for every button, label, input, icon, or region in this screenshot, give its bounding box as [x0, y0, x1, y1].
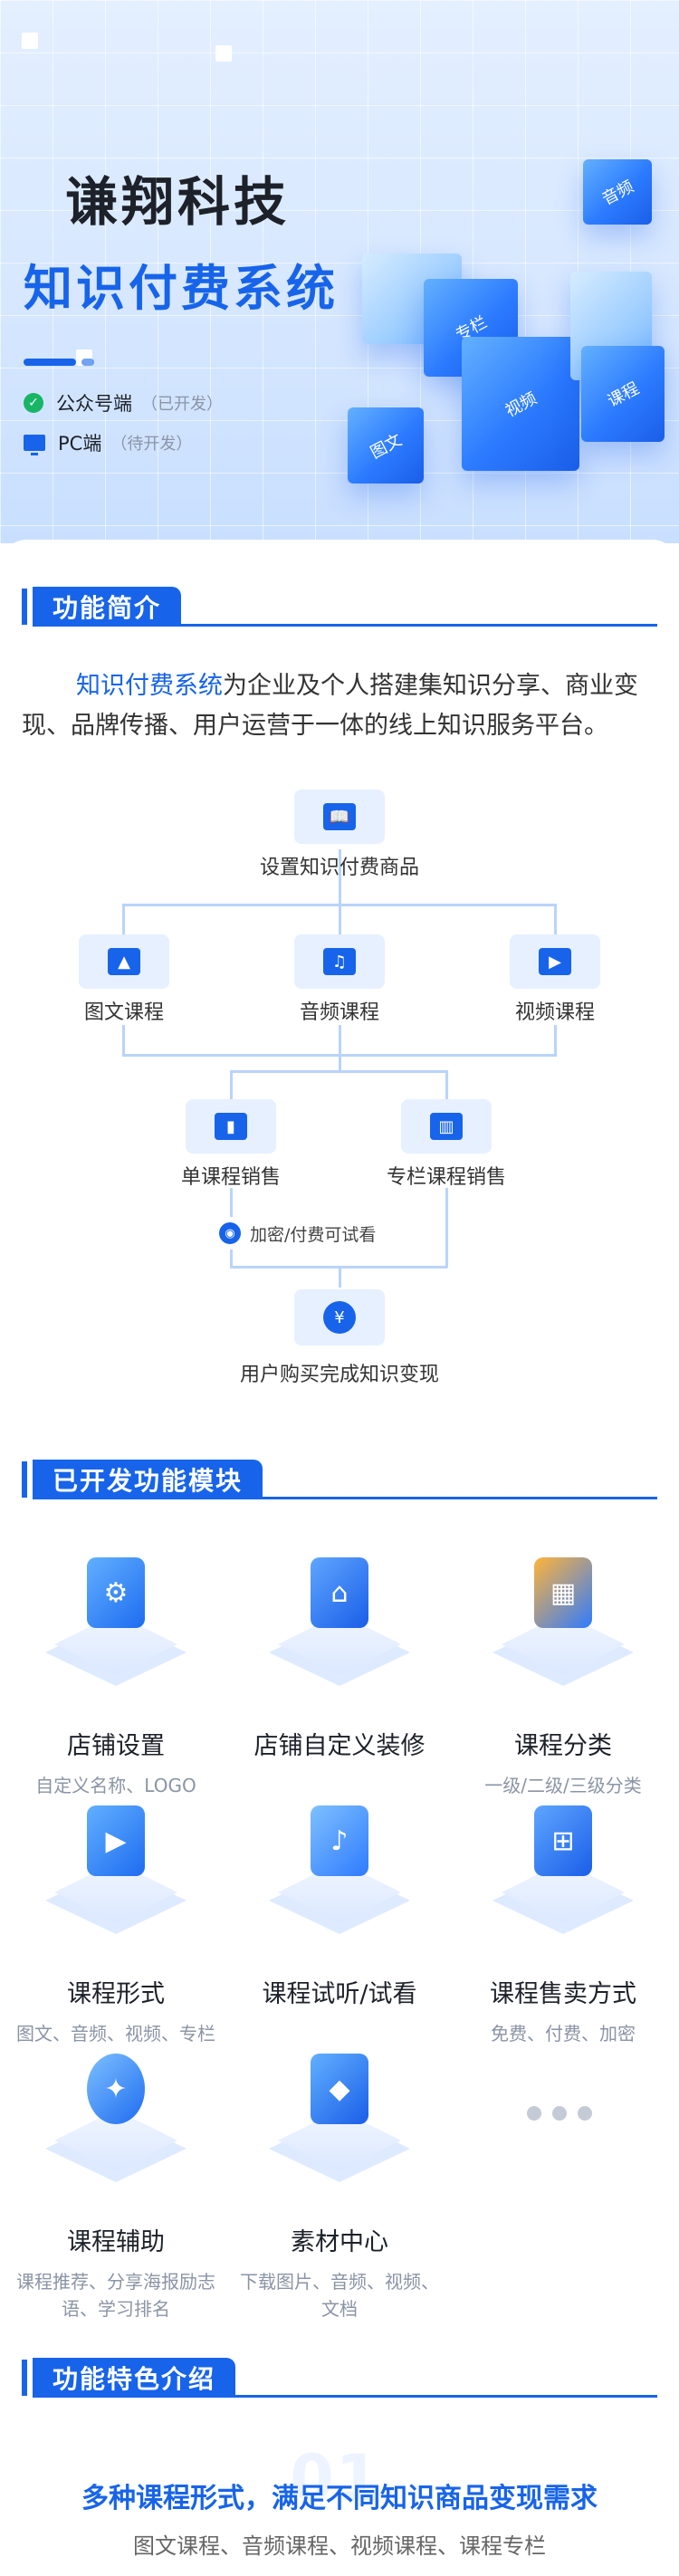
more-dots-icon	[527, 2106, 592, 2121]
flow-label-article: 图文课程	[83, 1001, 164, 1024]
section-header-intro: 功能简介	[22, 587, 657, 627]
module-title: 课程形式	[67, 1980, 165, 2008]
platform-status: （待开发）	[110, 435, 193, 454]
flow-node-purchase: ¥	[294, 1289, 385, 1345]
section-title: 功能简介	[33, 587, 182, 627]
module-desc: 自定义名称、LOGO	[35, 1775, 196, 1796]
image-icon: ▲	[108, 948, 140, 975]
cube-course: 课程	[581, 346, 665, 442]
books-icon: ▥	[430, 1113, 463, 1140]
flow-node-audio: ♫	[294, 934, 385, 989]
module-course-trial: ♪ 课程试听/试看	[231, 1791, 448, 2020]
storefront-icon: ⌂	[311, 1557, 368, 1628]
module-material-center: ◆ 素材中心 下载图片、音频、视频、文档	[231, 2039, 448, 2322]
trial-label: 加密/付费可试看	[250, 1224, 377, 1245]
module-desc: 图文、音频、视频、专栏	[16, 2023, 215, 2045]
section-title: 功能特色介绍	[33, 2358, 236, 2398]
hero-banner: 谦翔科技 知识付费系统 ✓ 公众号端 （已开发） PC端 （待开发） 音频 专栏…	[0, 0, 679, 543]
gear-icon: ⚙	[87, 1557, 145, 1628]
flow-node-setup: 📖	[294, 790, 385, 844]
section-header-features: 功能特色介绍	[22, 2358, 657, 2398]
flow-label-purchase: 用户购买完成知识变现	[239, 1364, 439, 1386]
play-screen-icon: ▶	[87, 1805, 145, 1876]
music-note-icon: ♫	[323, 948, 356, 975]
module-course-format: ▶ 课程形式 图文、音频、视频、专栏	[7, 1791, 225, 2047]
module-title: 课程分类	[514, 1732, 612, 1760]
module-course-assist: ✦ 课程辅助 课程推荐、分享海报励志语、学习排名	[7, 2039, 225, 2322]
flow-label-video: 视频课程	[514, 1001, 595, 1024]
platform-status: （已开发）	[141, 395, 223, 414]
feature-subtitle: 图文课程、音频课程、视频课程、课程专栏	[133, 2533, 546, 2559]
monitor-icon	[24, 435, 45, 455]
flow-label-audio: 音频课程	[299, 1001, 379, 1024]
book-icon: 📖	[323, 803, 356, 830]
module-desc: 课程推荐、分享海报励志语、学习排名	[16, 2271, 215, 2320]
cube-audio: 音频	[583, 159, 652, 225]
trial-badge: ◉ 加密/付费可试看	[212, 1217, 384, 1250]
check-circle-icon: ✓	[24, 393, 43, 413]
module-title: 素材中心	[291, 2228, 388, 2256]
intro-highlight: 知识付费系统	[76, 672, 223, 700]
money-bag-icon: ¥	[323, 1301, 356, 1334]
module-title: 课程试听/试看	[262, 1980, 417, 2008]
play-icon: ▶	[539, 948, 571, 975]
intro-body: 为企业及个人搭建集知识分享、商业变现、品牌传播、用户运营于一体的线上知识服务平台…	[22, 672, 638, 740]
feature-headline: 多种课程形式，满足不同知识商品变现需求	[81, 2483, 598, 2514]
module-desc: 免费、付费、加密	[491, 2023, 636, 2045]
bookmark-icon: ▮	[215, 1113, 247, 1140]
module-title: 店铺设置	[67, 1732, 165, 1760]
flow-label-single-sale: 单课程销售	[180, 1166, 281, 1189]
cube-video: 视频	[462, 337, 579, 471]
hero-cubes-illustration: 音频 专栏 视频 课程 图文	[326, 109, 679, 525]
hero-decor-dot	[215, 45, 232, 62]
module-course-category: ▦ 课程分类 一级/二级/三级分类	[454, 1543, 672, 1799]
flow-label-setup: 设置知识付费商品	[259, 857, 419, 879]
platform-pc: PC端 （待开发）	[24, 429, 192, 456]
headphones-icon: ♪	[311, 1805, 368, 1876]
platform-wechat: ✓ 公众号端 （已开发）	[24, 389, 223, 417]
module-desc: 下载图片、音频、视频、文档	[240, 2271, 439, 2320]
hero-decor-dot	[22, 33, 38, 49]
module-title: 店铺自定义装修	[253, 1732, 426, 1760]
platform-name: PC端	[58, 433, 102, 455]
hero-accent-bar	[81, 359, 94, 366]
basket-icon: ⊞	[534, 1805, 592, 1876]
flow-node-video: ▶	[510, 934, 600, 989]
module-course-sale-method: ⊞ 课程售卖方式 免费、付费、加密	[454, 1791, 672, 2047]
cube-icon: ◆	[311, 2054, 368, 2124]
lightbulb-icon: ✦	[87, 2054, 145, 2124]
flow-label-column-sale: 专栏课程销售	[386, 1166, 506, 1189]
blocks-icon: ▦	[534, 1557, 592, 1628]
module-store-settings: ⚙ 店铺设置 自定义名称、LOGO	[7, 1543, 225, 1799]
feature-number: 01	[290, 2441, 382, 2515]
platform-name: 公众号端	[56, 393, 132, 415]
module-store-decoration: ⌂ 店铺自定义装修	[231, 1543, 448, 1772]
product-name: 知识付费系统	[24, 260, 339, 317]
module-desc: 一级/二级/三级分类	[484, 1775, 642, 1796]
intro-paragraph: 知识付费系统为企业及个人搭建集知识分享、商业变现、品牌传播、用户运营于一体的线上…	[22, 666, 657, 746]
flow-node-column-sale: ▥	[401, 1099, 492, 1154]
eye-icon: ◉	[219, 1222, 241, 1244]
flow-node-article: ▲	[79, 934, 169, 989]
module-title: 课程辅助	[67, 2228, 165, 2256]
cube-article: 图文	[348, 407, 424, 484]
brand-name: 谦翔科技	[65, 171, 291, 233]
module-title: 课程售卖方式	[490, 1980, 636, 2008]
hero-accent-bar	[24, 359, 76, 366]
section-header-modules: 已开发功能模块	[22, 1460, 657, 1499]
flow-node-single-sale: ▮	[186, 1099, 276, 1154]
section-title: 已开发功能模块	[33, 1460, 263, 1499]
